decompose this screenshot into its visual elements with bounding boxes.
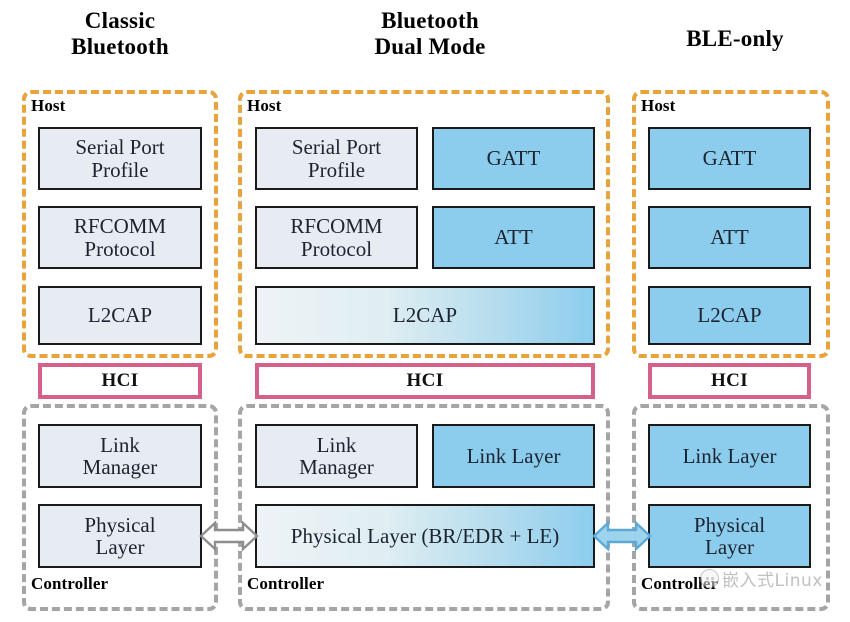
controller-container-bluetooth-dual-mode [238,404,610,611]
controller-label-bluetooth-dual-mode: Controller [247,574,325,593]
host-container-classic-bluetooth [22,90,218,358]
block-l2cap-dual[interactable]: L2CAP [255,286,595,345]
connector-arrow-classic-to-dual [199,520,259,552]
controller-label-ble-only: Controller [641,574,719,593]
block-physical-layer-classic[interactable]: Physical Layer [38,504,202,568]
block-gatt-dual[interactable]: GATT [432,127,595,190]
controller-label-classic-bluetooth: Controller [31,574,109,593]
block-link-manager-classic[interactable]: Link Manager [38,424,202,488]
block-serial-port-profile-dual[interactable]: Serial Port Profile [255,127,418,190]
block-physical-layer-ble[interactable]: Physical Layer [648,504,811,568]
column-title-classic-bluetooth: Classic Bluetooth [71,8,169,60]
block-rfcomm-protocol-dual[interactable]: RFCOMM Protocol [255,206,418,269]
controller-container-classic-bluetooth [22,404,218,611]
hci-bar-bluetooth-dual-mode[interactable]: HCI [255,363,595,399]
block-gatt-ble[interactable]: GATT [648,127,811,190]
block-link-layer-dual[interactable]: Link Layer [432,424,595,488]
hci-bar-classic-bluetooth[interactable]: HCI [38,363,202,399]
block-att-dual[interactable]: ATT [432,206,595,269]
host-label-bluetooth-dual-mode: Host [247,96,282,115]
host-container-ble-only [632,90,830,358]
block-link-layer-ble[interactable]: Link Layer [648,424,811,488]
host-container-bluetooth-dual-mode [238,90,610,358]
hci-bar-ble-only[interactable]: HCI [648,363,811,399]
block-l2cap-classic[interactable]: L2CAP [38,286,202,345]
block-link-manager-dual[interactable]: Link Manager [255,424,418,488]
connector-arrow-dual-to-ble [592,520,652,552]
block-l2cap-ble[interactable]: L2CAP [648,286,811,345]
block-rfcomm-protocol-classic[interactable]: RFCOMM Protocol [38,206,202,269]
column-title-bluetooth-dual-mode: Bluetooth Dual Mode [374,8,486,60]
block-serial-port-profile-classic[interactable]: Serial Port Profile [38,127,202,190]
column-title-ble-only: BLE-only [686,26,784,51]
controller-container-ble-only [632,404,830,611]
block-att-ble[interactable]: ATT [648,206,811,269]
host-label-classic-bluetooth: Host [31,96,66,115]
host-label-ble-only: Host [641,96,676,115]
block-physical-layer-dual[interactable]: Physical Layer (BR/EDR + LE) [255,504,595,568]
